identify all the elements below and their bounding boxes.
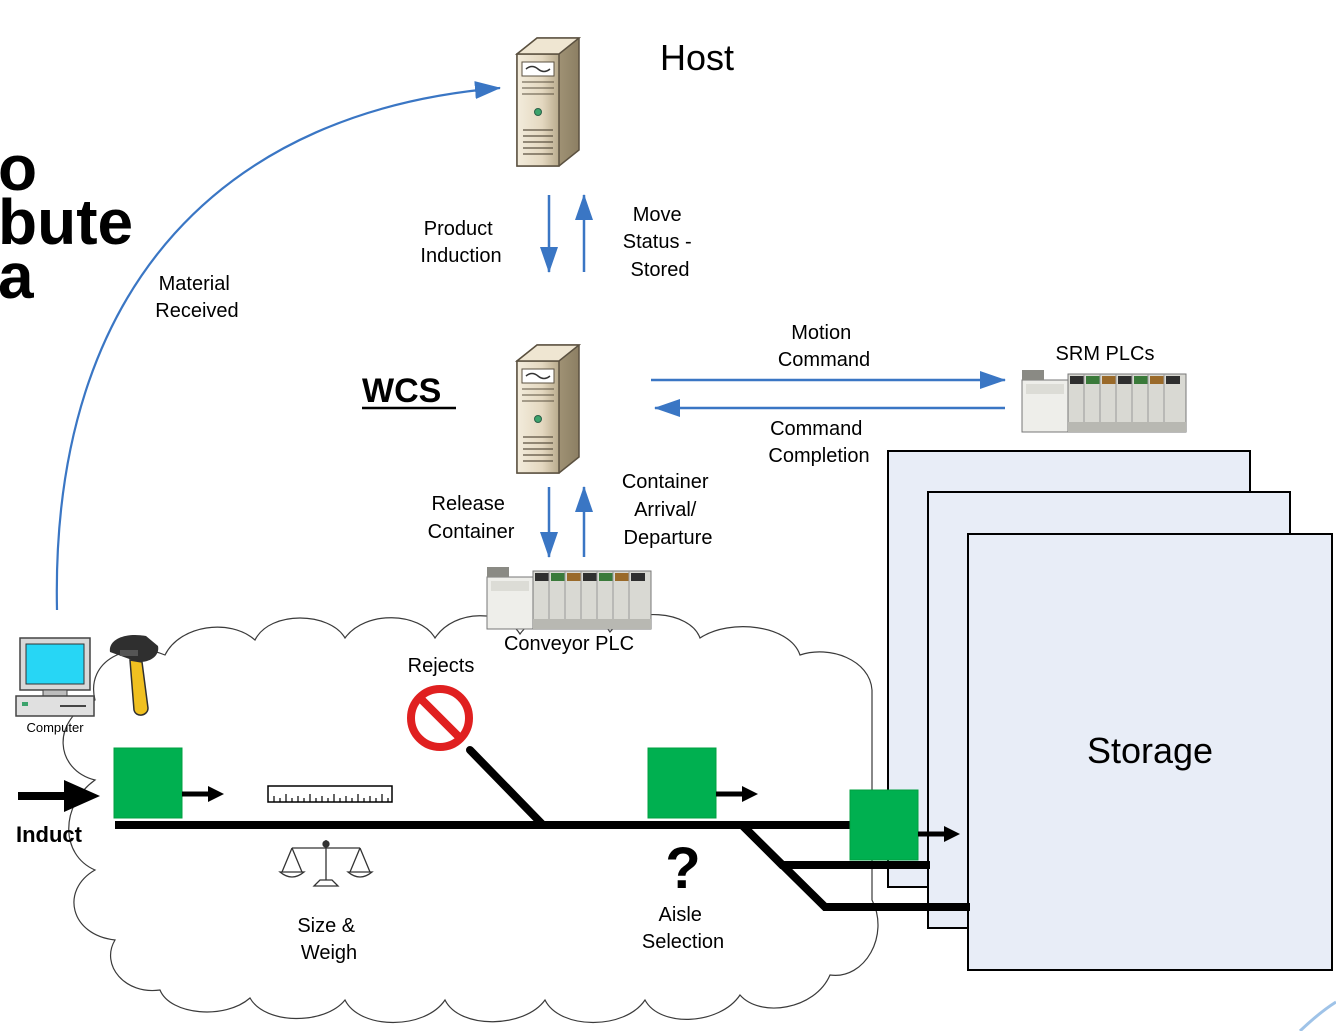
aisle-selection-label: Aisle Selection — [642, 904, 724, 953]
conveyor-plc-label: Conveyor PLC — [504, 633, 634, 655]
size-weigh-line-1: Size & — [297, 915, 355, 937]
host-label: Host — [660, 37, 734, 78]
container-1 — [113, 747, 224, 819]
corner-decoration — [1298, 1000, 1336, 1031]
container-3 — [849, 789, 960, 861]
container-2 — [647, 747, 758, 819]
move-status-line-2: Status - — [623, 231, 692, 253]
motion-command-label: Motion Command — [778, 322, 870, 371]
srm-plc-icon — [1021, 369, 1187, 433]
barcode-scanner-icon — [109, 634, 159, 716]
host-server-icon — [516, 37, 580, 167]
product-induction-label: Product Induction — [420, 218, 501, 267]
command-completion-line-2: Completion — [768, 445, 869, 467]
size-weigh-line-2: Weigh — [301, 942, 357, 964]
wcs-label: WCS — [362, 372, 441, 410]
storage-stack: Storage — [887, 450, 1333, 971]
motion-command-line-1: Motion — [791, 322, 851, 344]
no-entry-icon — [407, 685, 473, 751]
motion-command-line-2: Command — [778, 349, 870, 371]
title-fragment-1: o — [0, 132, 37, 204]
product-induction-line-1: Product — [424, 218, 493, 240]
srm-plcs-label: SRM PLCs — [1056, 343, 1155, 365]
aisle-selection-line-2: Selection — [642, 931, 724, 953]
title-fragment-2: bute — [0, 186, 133, 258]
move-status-label: Move Status - Stored — [623, 204, 697, 281]
storage-panel-front — [967, 533, 1333, 971]
aisle-question-icon: ? — [665, 836, 700, 901]
wcs-server-icon — [516, 344, 580, 474]
release-container-line-1: Release — [432, 493, 505, 515]
material-received-arrow — [55, 81, 501, 611]
ruler-icon — [267, 785, 393, 803]
move-status-line-3: Stored — [631, 259, 690, 281]
material-received-line-2: Received — [155, 300, 238, 322]
command-completion-label: Command Completion — [768, 418, 869, 467]
product-induction-line-2: Induction — [420, 245, 501, 267]
command-completion-line-1: Command — [770, 418, 862, 440]
title-fragment-3: a — [0, 240, 34, 312]
conveyor-lines — [115, 746, 970, 911]
material-received-line-1: Material — [159, 273, 230, 295]
scale-icon — [278, 840, 374, 887]
release-container-label: Release Container — [428, 493, 515, 543]
conveyor-plc-icon — [486, 566, 652, 630]
computer-label: Computer — [26, 720, 84, 735]
release-container-line-2: Container — [428, 521, 515, 543]
container-arrival-line-1: Container — [622, 471, 709, 493]
container-arrival-line-2: Arrival/ — [634, 499, 697, 521]
size-weigh-label: Size & Weigh — [297, 915, 360, 964]
induct-label: Induct — [16, 822, 83, 847]
rejects-label: Rejects — [408, 655, 475, 677]
container-arrival-label: Container Arrival/ Departure — [622, 471, 714, 549]
material-received-label: Material Received — [155, 273, 238, 322]
induct-arrowhead — [64, 780, 100, 812]
container-arrival-line-3: Departure — [624, 527, 713, 549]
computer-icon — [15, 637, 95, 717]
storage-label: Storage — [1087, 730, 1213, 771]
conveyor-cloud — [62, 613, 879, 1024]
aisle-selection-line-1: Aisle — [659, 904, 702, 926]
move-status-line-1: Move — [633, 204, 682, 226]
